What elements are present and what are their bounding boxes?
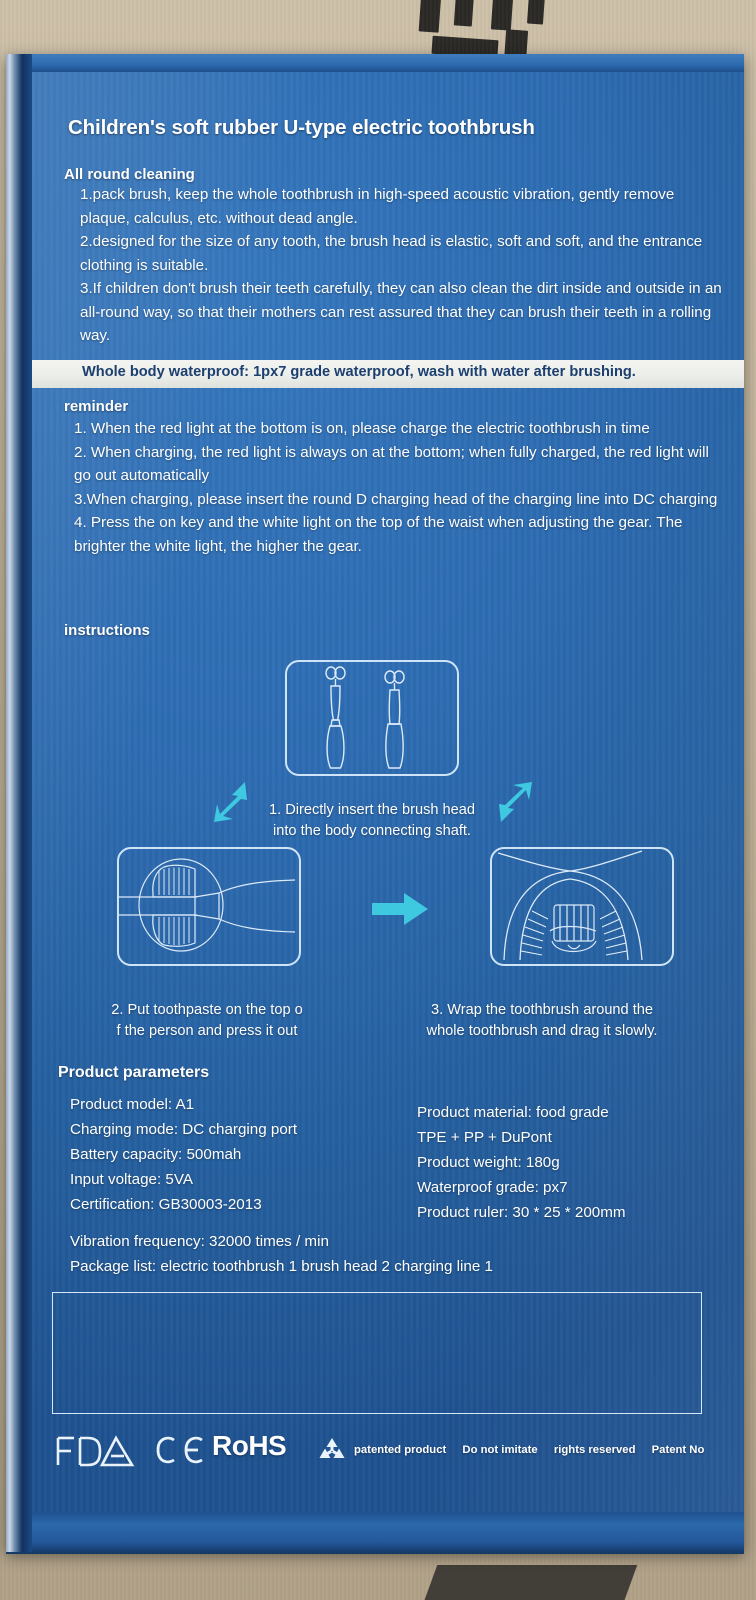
mouth-with-u-brush-icon [497,850,643,961]
parameter-row: Product weight: 180g [417,1154,560,1171]
cardboard-shadow [422,1565,638,1600]
all-round-cleaning-section: All round cleaning 1.pack brush, keep th… [64,166,724,348]
panel-content: Children's soft rubber U-type electric t… [32,72,744,1512]
brush-head-with-toothpaste-icon [119,858,296,952]
instructions-heading: instructions [64,622,150,639]
waterproof-banner: Whole body waterproof: 1px7 grade waterp… [32,360,744,388]
step-3-caption-line2: whole toothbrush and drag it slowly. [426,1023,658,1039]
cardboard-print-mark [490,0,514,31]
parameter-row: Charging mode: DC charging port [70,1121,298,1138]
certification-footer: RoHS patented product Do not imitate rig… [54,1430,734,1474]
cardboard-print-mark [418,0,442,33]
step-2-caption-line2: f the person and press it out [116,1023,298,1039]
step-1-illustration [285,660,459,776]
step-1-caption: 1. Directly insert the brush head into t… [222,800,522,842]
step-1-caption-line2: into the body connecting shaft. [273,823,471,839]
reminder-item-3: 3.When charging, please insert the round… [74,490,718,508]
parameter-row: Vibration frequency: 32000 times / min [70,1233,329,1250]
fda-icon [56,1435,135,1467]
footer-notice: Do not imitate [462,1444,538,1456]
parameters-wide-rows: Vibration frequency: 32000 times / min P… [70,1229,493,1279]
page-title: Children's soft rubber U-type electric t… [68,116,535,139]
ce-icon [156,1436,203,1464]
parameter-row: Input voltage: 5VA [70,1171,193,1188]
cleaning-item-1: 1.pack brush, keep the whole toothbrush … [80,186,675,227]
reminder-item-2: 2. When charging, the red light is alway… [74,443,709,485]
footer-notice: patented product [354,1444,447,1456]
parameter-row: Certification: GB30003-2013 [70,1196,262,1213]
reminder-item-1: 1. When the red light at the bottom is o… [74,420,650,437]
blank-label-area [52,1292,702,1414]
parameter-row: Battery capacity: 500mah [70,1146,242,1163]
parameters-left-column: Product model: A1 Charging mode: DC char… [70,1092,420,1217]
step-3-illustration [490,847,674,966]
reminder-section: reminder 1. When the red light at the bo… [64,398,724,558]
reminder-heading: reminder [64,398,129,415]
cleaning-item-2: 2.designed for the size of any tooth, th… [80,233,703,274]
step-2-caption-line1: 2. Put toothpaste on the top o [111,1002,303,1018]
step-3-caption-line1: 3. Wrap the toothbrush around the [430,1002,654,1018]
toothbrush-pair-icon [325,666,405,769]
all-round-cleaning-heading: All round cleaning [64,166,195,183]
footer-notice: rights reserved [553,1444,636,1456]
step-3-caption: 3. Wrap the toothbrush around the whole … [392,1000,692,1042]
footer-notice: Patent No [651,1444,705,1456]
parameter-row: Product material: food grade [417,1104,609,1121]
parameter-row: Product model: A1 [70,1096,195,1113]
cardboard-print-mark [526,0,546,25]
arrow-right-icon [372,893,428,925]
step-2-illustration [117,847,301,966]
box-bottom-edge [6,1512,744,1554]
step-1-caption-line1: 1. Directly insert the brush head [268,802,476,818]
arrow-up-right-icon [499,782,532,822]
cleaning-item-3: 3.If children don't brush their teeth ca… [80,280,722,344]
waterproof-banner-text: Whole body waterproof: 1px7 grade waterp… [82,364,636,380]
parameters-right-column: Product material: food grade TPE + PP + … [417,1100,737,1225]
box-top-edge [6,54,744,72]
parameter-row: TPE + PP + DuPont [417,1129,552,1146]
parameter-row: Product ruler: 30 * 25 * 200mm [417,1204,626,1221]
arrow-down-left-icon [214,782,247,822]
parameter-row: Package list: electric toothbrush 1 brus… [70,1258,493,1275]
box-back-panel [32,72,744,1512]
reminder-item-4: 4. Press the on key and the white light … [74,514,683,555]
cardboard-print-mark [453,0,475,27]
rohs-label: RoHS [212,1430,287,1461]
step-2-caption: 2. Put toothpaste on the top o f the per… [72,1000,342,1042]
box-left-edge [6,54,32,1552]
footer-notices: patented product Do not imitate rights r… [354,1444,717,1456]
product-parameters-heading: Product parameters [58,1064,210,1081]
parameter-row: Waterproof grade: px7 [417,1179,568,1196]
recycle-icon [319,1438,345,1458]
